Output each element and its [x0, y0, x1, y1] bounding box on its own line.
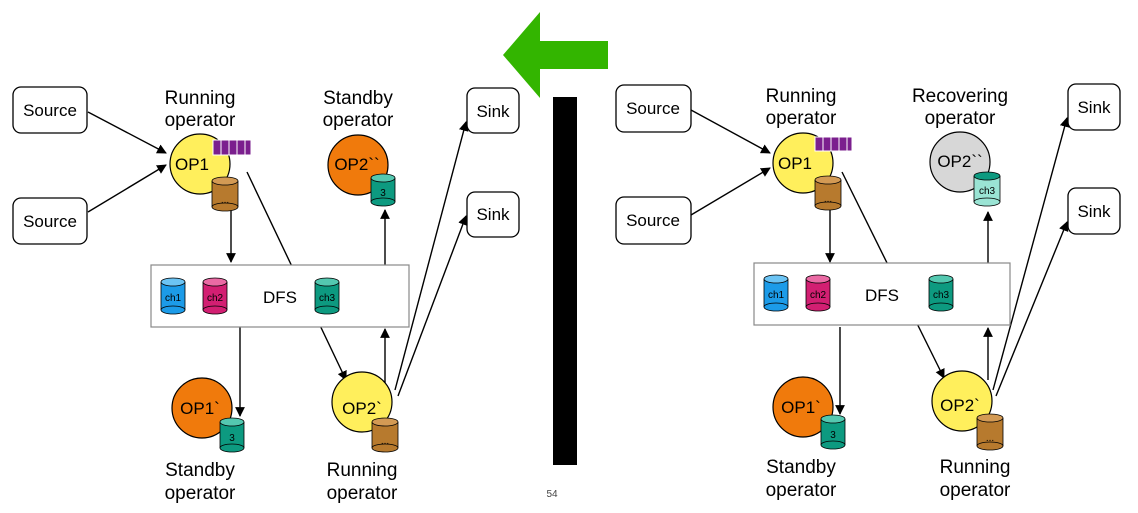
svg-text:3: 3 [229, 433, 235, 444]
op1-standby-caption: Standby [165, 460, 235, 481]
op1-standby-caption: Standby [766, 457, 836, 478]
state-cylinder: ... [814, 175, 842, 211]
dfs-box: DFS [150, 264, 410, 328]
svg-text:OP2``: OP2`` [334, 155, 379, 174]
op1-standby-caption: operator [766, 480, 837, 501]
sink-box: Sink [466, 191, 520, 238]
recovering-checkpoint-cylinder: ch3 [973, 171, 1001, 207]
op2-running-node: OP2` [931, 370, 993, 432]
svg-text:OP1`: OP1` [180, 399, 220, 418]
op2-running-caption: operator [940, 480, 1011, 501]
source-box: Source [12, 86, 88, 134]
svg-text:ch3: ch3 [933, 290, 950, 301]
svg-text:OP2`: OP2` [940, 396, 980, 415]
svg-text:Source: Source [626, 99, 680, 118]
svg-text:OP1`: OP1` [781, 398, 821, 417]
svg-text:Sink: Sink [1077, 98, 1111, 117]
page-number: 54 [546, 489, 558, 500]
svg-text:ch1: ch1 [165, 293, 182, 304]
channel-cylinder-ch3: ch3 [928, 274, 954, 312]
op1-caption: operator [766, 108, 837, 129]
svg-text:3: 3 [380, 188, 386, 199]
op1-standby-node: OP1` [171, 377, 233, 439]
svg-text:Sink: Sink [476, 205, 510, 224]
op1-standby-node: OP1` [772, 376, 834, 438]
op2-standby-caption: Standby [323, 88, 393, 109]
right-panel: Source Source Sink Sink Running operator… [615, 83, 1121, 501]
channel-cylinder-ch1: ch1 [160, 277, 186, 315]
arrow-op2running-sink2 [995, 221, 1069, 397]
svg-text:...: ... [221, 195, 229, 206]
svg-text:OP2`: OP2` [342, 399, 382, 418]
channel-cylinder-ch2: ch2 [202, 277, 228, 315]
op1-standby-caption: operator [165, 483, 236, 504]
state-cylinder: ... [211, 176, 239, 212]
channel-cylinder-ch1: ch1 [763, 274, 789, 312]
checkpoint-cylinder: 3 [820, 414, 846, 450]
arrow-source2-op1 [87, 164, 167, 213]
svg-text:...: ... [986, 433, 994, 444]
arrow-source1-op1 [690, 109, 771, 154]
checkpoint-cylinder: 3 [370, 173, 396, 207]
source-box: Source [615, 196, 692, 245]
svg-text:ch1: ch1 [768, 290, 785, 301]
sink-box: Sink [1067, 187, 1121, 235]
green-left-arrow-icon [503, 12, 608, 98]
svg-text:...: ... [824, 194, 832, 205]
svg-text:Sink: Sink [476, 102, 510, 121]
svg-text:Source: Source [23, 212, 77, 231]
state-cylinder: ... [976, 413, 1004, 451]
svg-text:Source: Source [626, 211, 680, 230]
left-panel: Source Source Sink Sink Running operator… [12, 86, 520, 504]
arrow-op2running-sink1 [992, 117, 1070, 391]
svg-text:ch2: ch2 [810, 290, 827, 301]
svg-text:Sink: Sink [1077, 202, 1111, 221]
checkpoint-cylinder: 3 [219, 417, 245, 453]
arrow-source2-op1 [690, 167, 771, 216]
source-box: Source [615, 84, 692, 133]
left-arrows [87, 111, 469, 417]
svg-text:DFS: DFS [865, 286, 899, 305]
op2-recovering-caption: operator [925, 108, 996, 129]
input-queue-icon [212, 139, 252, 156]
op2-running-node: OP2` [331, 371, 393, 433]
sink-box: Sink [1067, 83, 1121, 131]
op1-caption: Running [766, 86, 837, 107]
svg-text:ch3: ch3 [979, 186, 996, 197]
svg-text:OP2``: OP2`` [937, 152, 982, 171]
sink-box: Sink [466, 87, 520, 134]
svg-text:OP1: OP1 [778, 154, 812, 173]
op1-caption: operator [165, 110, 236, 131]
svg-text:DFS: DFS [263, 288, 297, 307]
svg-text:ch3: ch3 [319, 293, 336, 304]
arrow-op2running-sink2 [397, 215, 468, 397]
dfs-box: DFS [753, 262, 1011, 326]
right-arrows [690, 109, 1070, 415]
arrow-source1-op1 [87, 111, 167, 154]
op2-running-caption: Running [327, 460, 398, 481]
channel-cylinder-ch2: ch2 [805, 274, 831, 312]
svg-text:Source: Source [23, 101, 77, 120]
svg-text:ch2: ch2 [207, 293, 224, 304]
op2-standby-caption: operator [323, 110, 394, 131]
svg-text:3: 3 [830, 430, 836, 441]
state-cylinder: ... [371, 417, 399, 453]
op2-running-caption: operator [327, 483, 398, 504]
svg-text:...: ... [381, 436, 389, 447]
panel-divider [553, 97, 577, 465]
svg-text:OP1: OP1 [175, 155, 209, 174]
op2-recovering-caption: Recovering [912, 86, 1008, 107]
arrow-op2running-sink1 [394, 121, 469, 391]
op2-running-caption: Running [940, 457, 1011, 478]
source-box: Source [12, 197, 88, 245]
channel-cylinder-ch3: ch3 [314, 277, 340, 315]
input-queue-icon [814, 136, 853, 152]
op1-caption: Running [165, 88, 236, 109]
